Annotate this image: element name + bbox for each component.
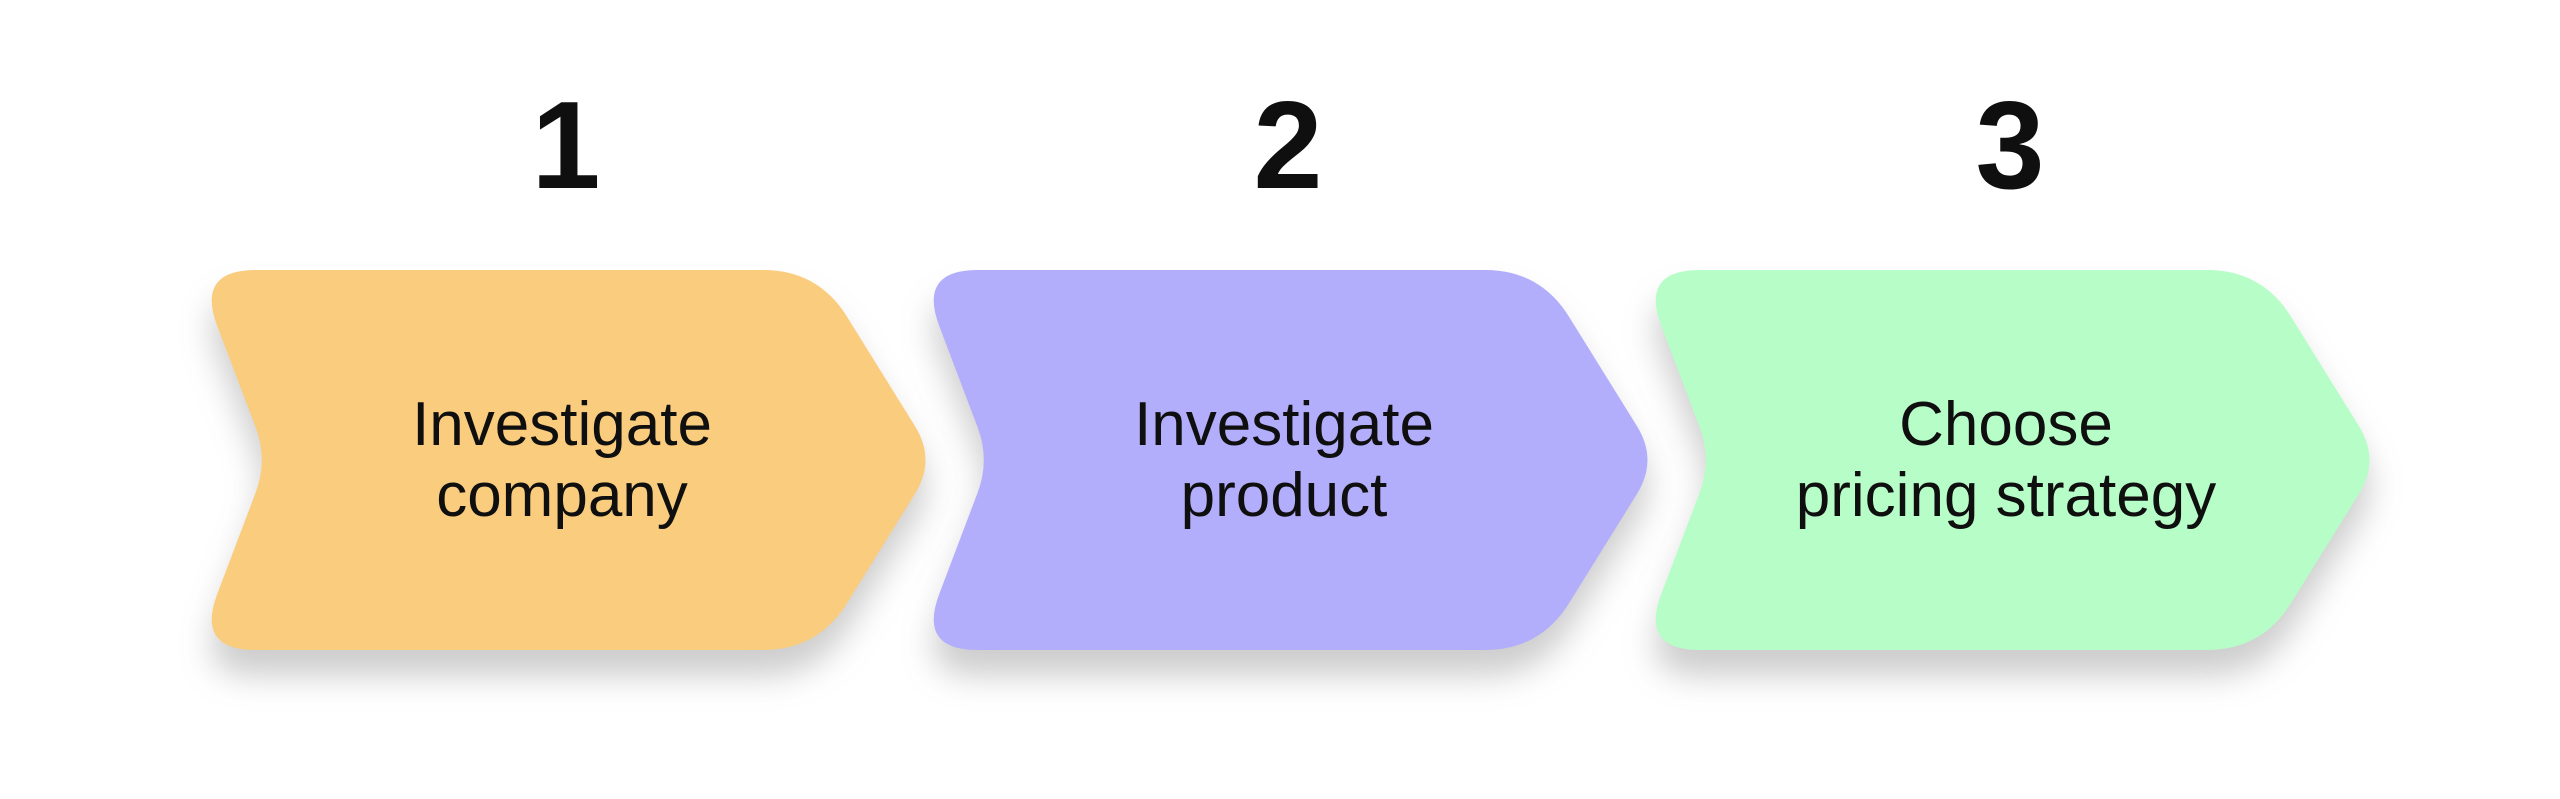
chevron-arrow-shape — [1655, 270, 2370, 650]
chevron-arrow-shape — [211, 270, 926, 650]
step-label-line1: Investigate — [1134, 389, 1434, 459]
step-number: 1 — [531, 77, 601, 215]
step-number: 2 — [1253, 77, 1323, 215]
step-label-line1: Investigate — [412, 389, 712, 459]
chevron-path — [211, 270, 926, 650]
step-label-line2: product — [1180, 461, 1388, 530]
chevron-arrow-shape — [933, 270, 1648, 650]
step-label: Investigate product — [918, 270, 1658, 650]
chevron-path — [933, 270, 1648, 650]
chevron-path — [1655, 270, 2370, 650]
step-3: 3 Choose pricing strategy — [1640, 0, 2380, 799]
step-label: Choose pricing strategy — [1640, 270, 2380, 650]
step-label-line2: pricing strategy — [1795, 461, 2217, 530]
step-2: 2 Investigate product — [918, 0, 1658, 799]
step-1: 1 Investigate company — [196, 0, 936, 799]
step-number: 3 — [1975, 77, 2045, 215]
step-label-line2: company — [436, 461, 688, 530]
step-label: Investigate company — [196, 270, 936, 650]
step-label-line1: Choose — [1899, 389, 2113, 459]
